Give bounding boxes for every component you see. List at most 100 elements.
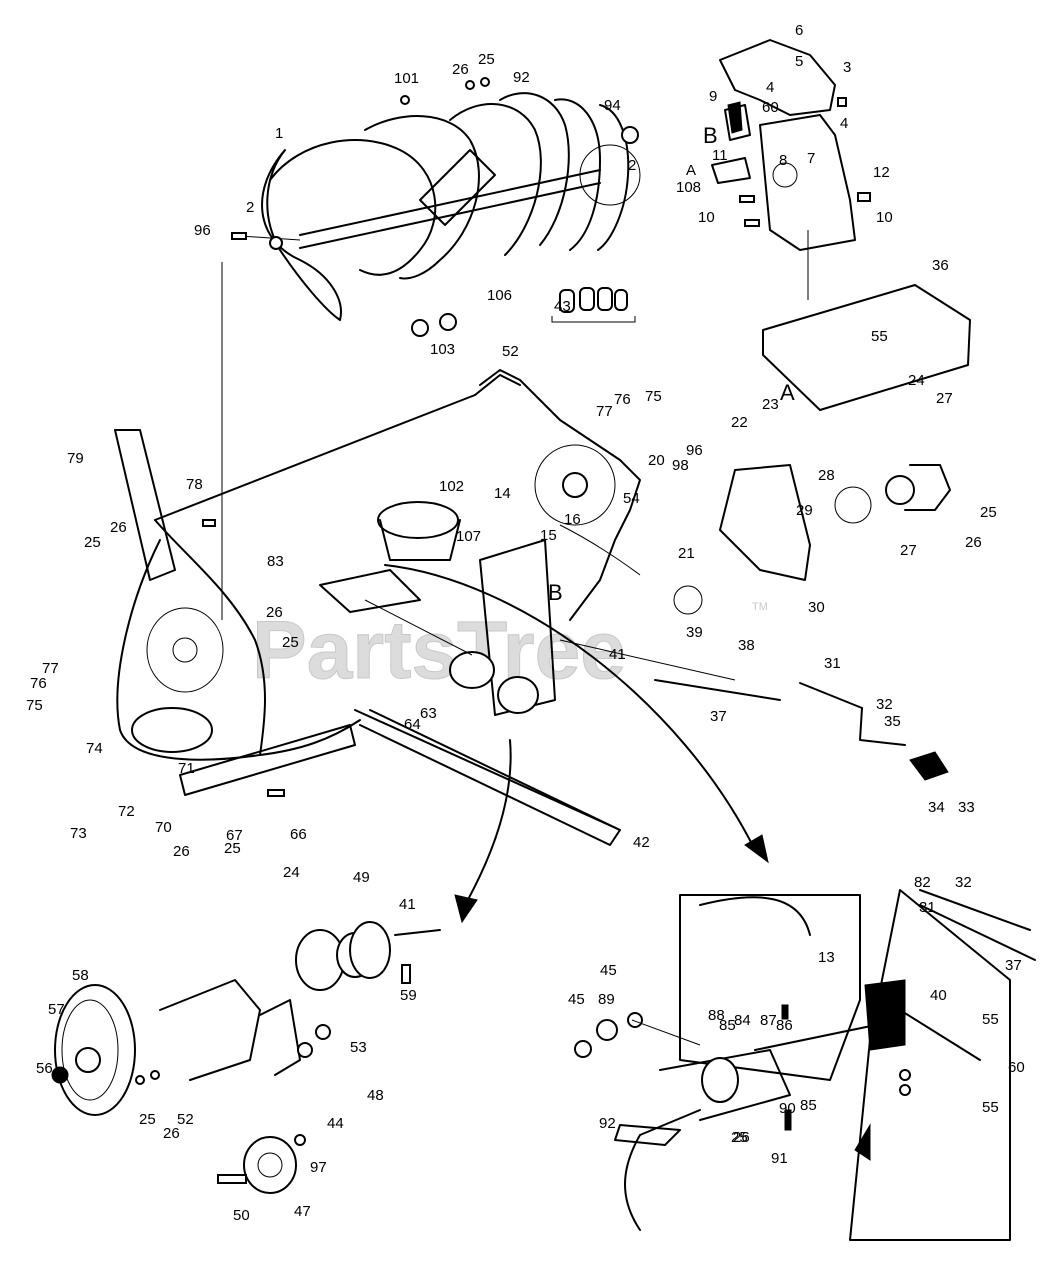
callout: 92 — [513, 69, 530, 86]
callout: 85 — [719, 1017, 736, 1034]
callout: 25 — [224, 840, 241, 857]
callout: 94 — [604, 97, 621, 114]
callout: 29 — [796, 502, 813, 519]
callout: 67 — [226, 827, 243, 844]
callout: 26 — [163, 1125, 180, 1142]
auger-assembly — [231, 77, 641, 337]
callout: 26 — [733, 1129, 750, 1146]
callout: 45 — [600, 962, 617, 979]
callout: 41 — [399, 896, 416, 913]
callout: 36 — [932, 257, 949, 274]
callout: 78 — [186, 476, 203, 493]
callout: 8 — [779, 152, 787, 169]
callout: 60 — [1008, 1059, 1025, 1076]
callout: 4 — [766, 79, 774, 96]
callout: 53 — [350, 1039, 367, 1056]
control-detail — [574, 889, 1036, 1241]
callout: 103 — [430, 341, 455, 358]
callout: 52 — [502, 343, 519, 360]
callout: 38 — [738, 637, 755, 654]
callout: 57 — [48, 1001, 65, 1018]
callout: 47 — [294, 1203, 311, 1220]
callout: 54 — [623, 490, 640, 507]
callout: 75 — [26, 697, 43, 714]
callout: 84 — [734, 1012, 751, 1029]
callout: 71 — [178, 760, 195, 777]
callout: 102 — [439, 478, 464, 495]
callout: 56 — [36, 1060, 53, 1077]
callout: 98 — [672, 457, 689, 474]
callout: 37 — [1005, 957, 1022, 974]
callout: 77 — [42, 660, 59, 677]
housing-assembly — [114, 284, 971, 846]
arrows — [384, 564, 769, 924]
callout: 74 — [86, 740, 103, 757]
pulley-detail — [51, 921, 441, 1194]
callout: 107 — [456, 528, 481, 545]
callout: 52 — [177, 1111, 194, 1128]
callout: 85 — [800, 1097, 817, 1114]
callout: 10 — [698, 209, 715, 226]
callout: 91 — [771, 1150, 788, 1167]
callout: 42 — [633, 834, 650, 851]
callout: 79 — [67, 450, 84, 467]
callout: 96 — [686, 442, 703, 459]
callout: 25 — [980, 504, 997, 521]
callout: 9 — [709, 88, 717, 105]
callout: 39 — [686, 624, 703, 641]
callout: 22 — [731, 414, 748, 431]
callout: 48 — [367, 1087, 384, 1104]
callout: 25 — [84, 534, 101, 551]
callout: 30 — [808, 599, 825, 616]
callout: 27 — [936, 390, 953, 407]
callout: 7 — [807, 150, 815, 167]
callout: 25 — [282, 634, 299, 651]
callout: 26 — [965, 534, 982, 551]
chute-assembly — [711, 39, 871, 300]
callout: 4 — [840, 115, 848, 132]
callout: 45 — [568, 991, 585, 1008]
callout: 2 — [246, 199, 254, 216]
callout: 25 — [731, 1129, 748, 1146]
watermark: PartsTree — [252, 605, 626, 696]
callout: 72 — [118, 803, 135, 820]
callout: 26 — [452, 61, 469, 78]
callout: 88 — [708, 1007, 725, 1024]
callout: 6 — [795, 22, 803, 39]
callout: 28 — [818, 467, 835, 484]
callout: 82 — [914, 874, 931, 891]
callout: 106 — [487, 287, 512, 304]
callout: 90 — [779, 1100, 796, 1117]
callout: 24 — [283, 864, 300, 881]
callout: 97 — [310, 1159, 327, 1176]
callout: 2 — [628, 157, 636, 174]
callout: 25 — [139, 1111, 156, 1128]
callout: 55 — [982, 1099, 999, 1116]
callout: 26 — [110, 519, 127, 536]
callout: 26 — [266, 604, 283, 621]
callout: 59 — [400, 987, 417, 1004]
callout: 87 — [760, 1012, 777, 1029]
callout: 5 — [795, 53, 803, 70]
callout: B — [703, 123, 718, 148]
callout: 40 — [930, 987, 947, 1004]
callout: 101 — [394, 70, 419, 87]
callout: 20 — [648, 452, 665, 469]
callout: 64 — [404, 716, 421, 733]
callout: 16 — [564, 511, 581, 528]
callout: 70 — [155, 819, 172, 836]
callout: 31 — [824, 655, 841, 672]
callout: 15 — [540, 527, 557, 544]
callout: 3 — [843, 59, 851, 76]
callout: 11 — [712, 147, 728, 164]
callout: 37 — [710, 708, 727, 725]
callout: 55 — [982, 1011, 999, 1028]
callout: 35 — [884, 713, 901, 730]
callout: 83 — [267, 553, 284, 570]
callout: 73 — [70, 825, 87, 842]
callout: 108 — [676, 179, 701, 196]
leader-lines — [221, 262, 736, 681]
callout: 32 — [876, 696, 893, 713]
callout: 13 — [818, 949, 835, 966]
